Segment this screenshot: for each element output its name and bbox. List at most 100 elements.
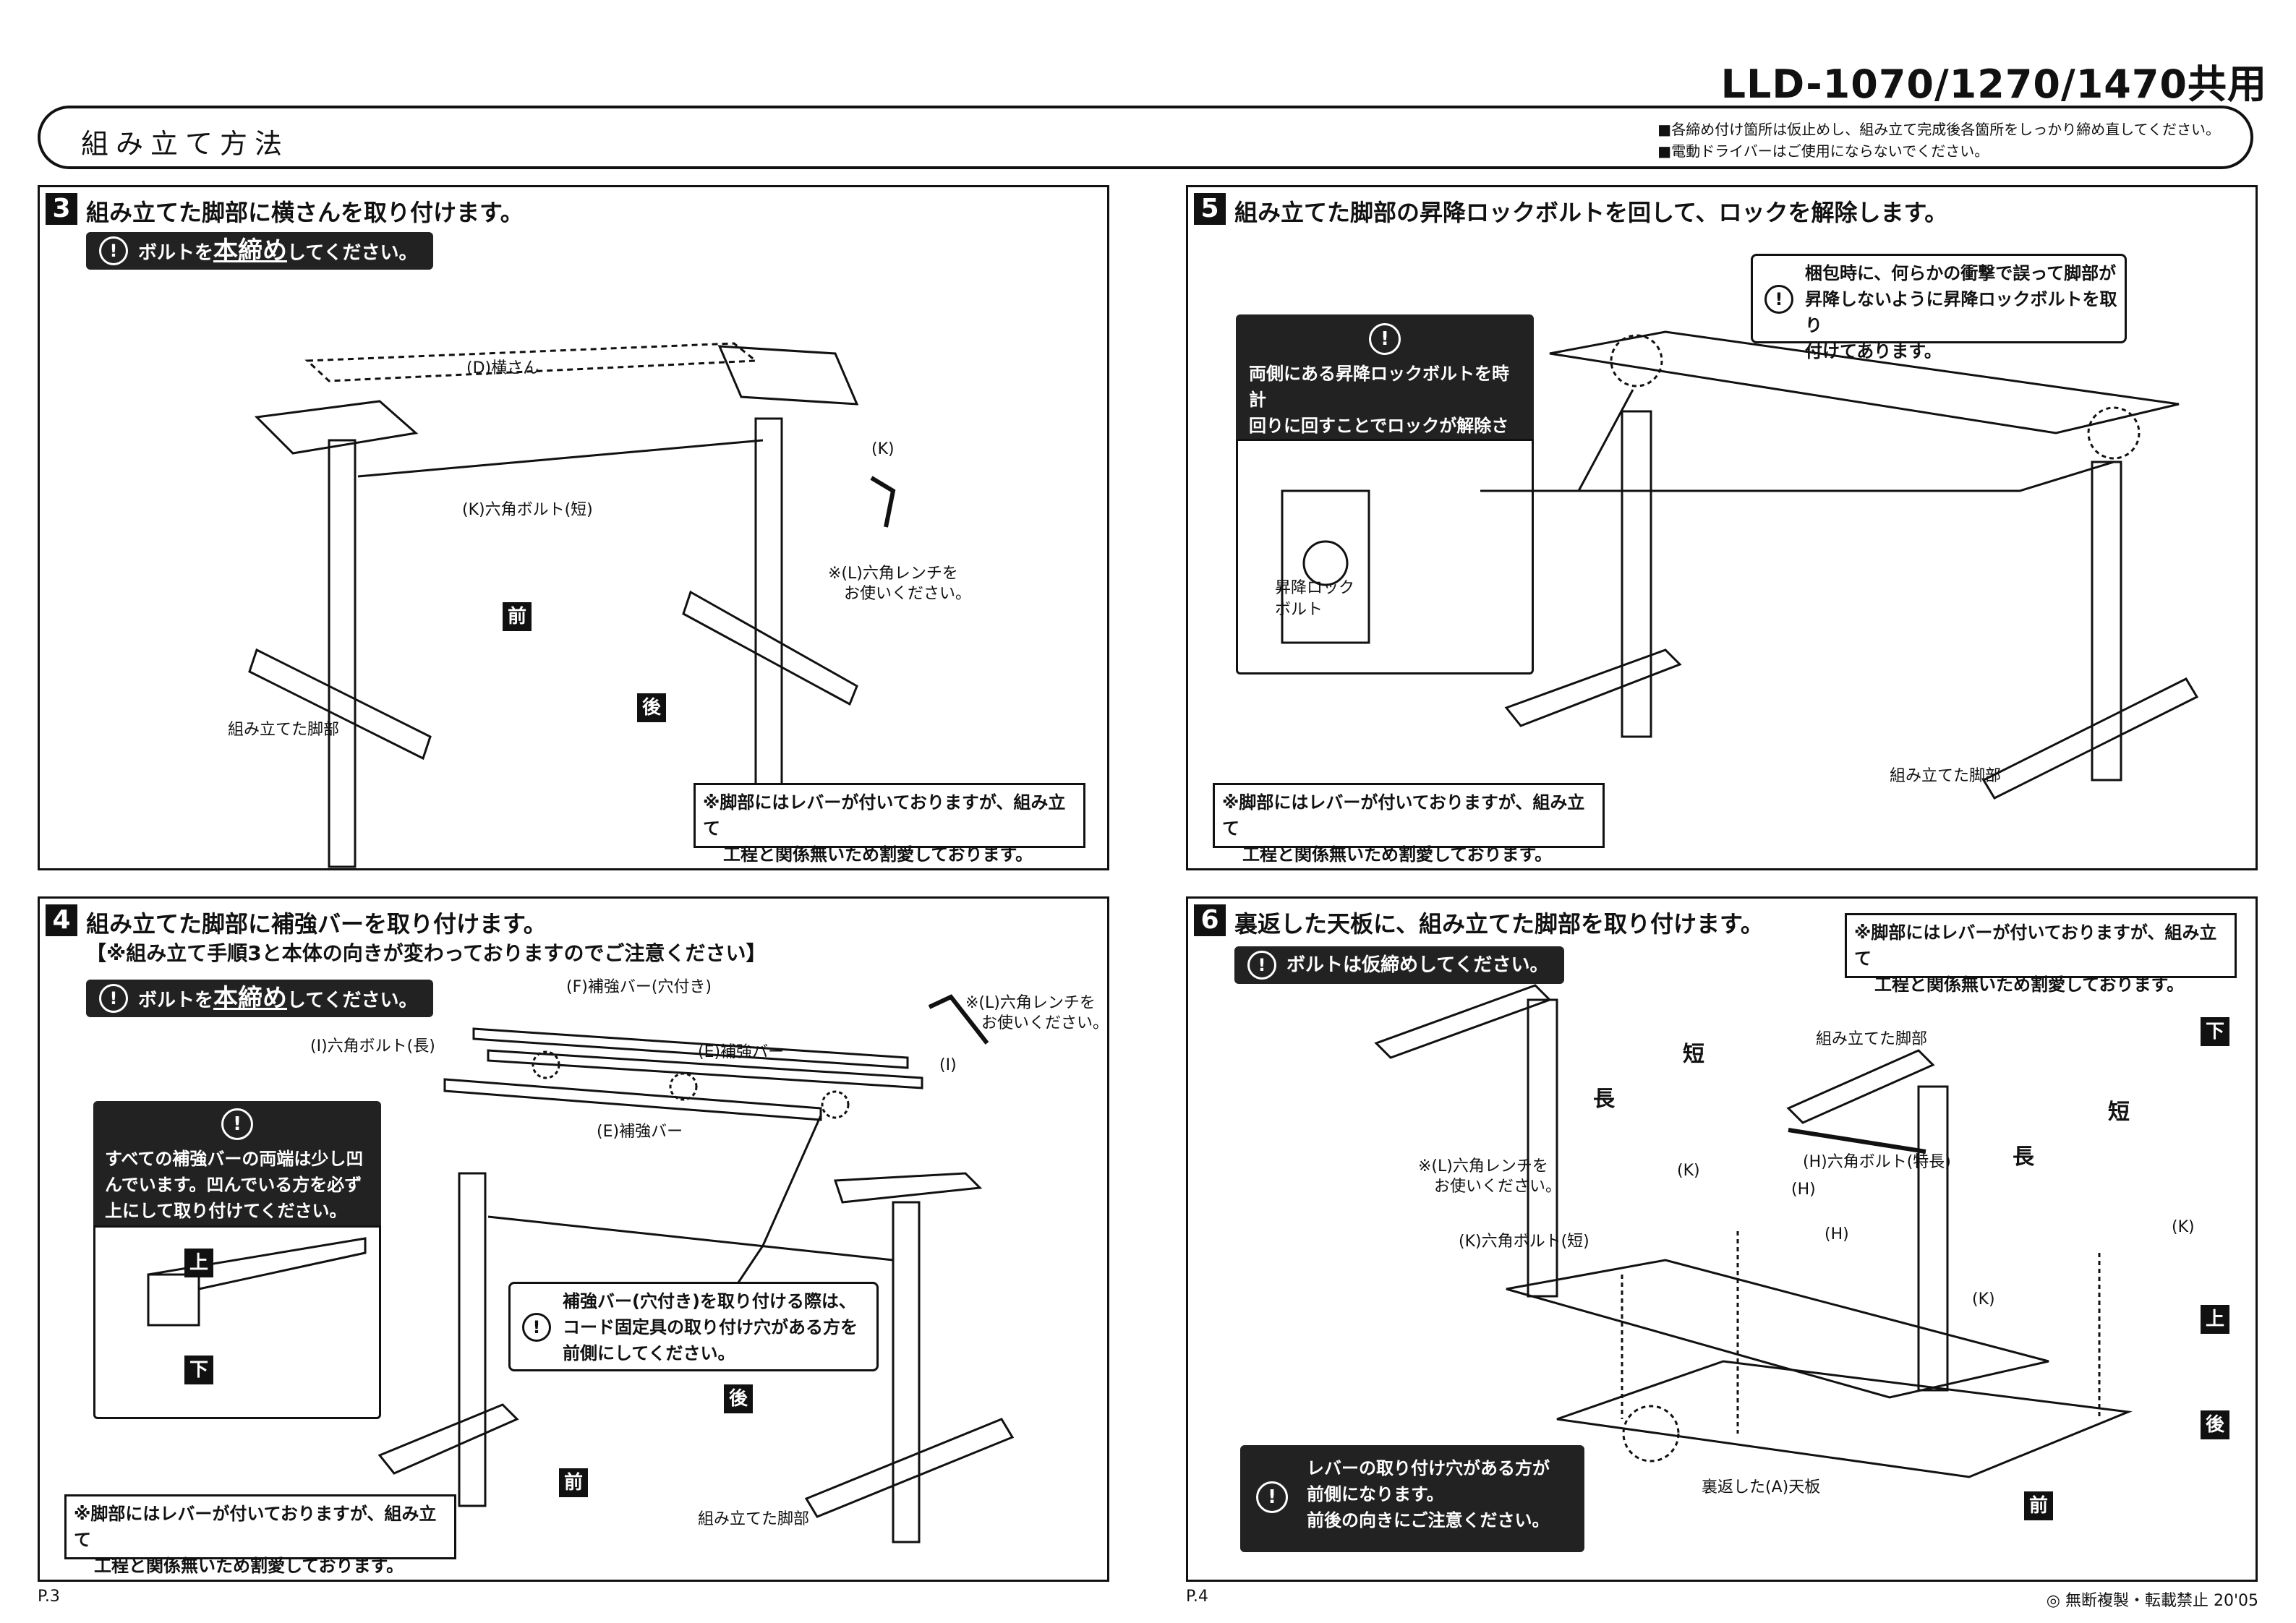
step-4-panel: 4 組み立てた脚部に補強バーを取り付けます。 【※組み立て手順3と本体の向きが変… <box>38 896 1109 1582</box>
left-foot <box>248 648 432 761</box>
header-note: ■電動ドライバーはご使用にならないでください。 <box>1657 142 1989 160</box>
hole-mark <box>532 1050 560 1079</box>
part-label: ※(L)六角レンチを <box>1418 1157 1548 1176</box>
page-header: 組み立て方法 ■各締め付け箇所は仮止めし、組み立て完成後各箇所をしっかり締め直し… <box>38 106 2253 169</box>
part-label: (E)補強バー <box>698 1043 785 1061</box>
part-label: (K) <box>1972 1290 1995 1309</box>
part-label: (D)横さん <box>466 359 539 377</box>
lock-circle-right <box>2087 406 2141 460</box>
long-label: 長 <box>1593 1087 1615 1112</box>
part-label: ※(L)六角レンチを <box>828 565 958 583</box>
short-label: 短 <box>2108 1100 2130 1125</box>
exclamation-icon: ! <box>1369 323 1401 355</box>
reinforcement-bar <box>487 1049 923 1089</box>
bar-end-detail <box>147 1273 200 1327</box>
left-foot <box>377 1403 519 1475</box>
step-3-panel: 3 組み立てた脚部に横さんを取り付けます。 ! ボルトを本締めしてください。 (… <box>38 185 1109 870</box>
part-label: (K)六角ボルト(短) <box>1459 1233 1589 1251</box>
instruction-panel: ! 両側にある昇降ロックボルトを時計 回りに回すことでロックが解除され、 昇降可… <box>1236 314 1534 488</box>
left-column <box>1621 410 1652 738</box>
step-title: 裏返した天板に、組み立てた脚部を取り付けます。 <box>1234 910 1764 938</box>
lower-bar <box>357 439 764 478</box>
step-number: 6 <box>1194 904 1226 936</box>
down-tag: 下 <box>2201 1017 2229 1046</box>
note-box: ※脚部にはレバーが付いておりますが、組み立て 工程と関係無いため割愛しております… <box>694 783 1085 865</box>
info-callout: ! 梱包時に、何らかの衝撃で誤って脚部が 昇降しないように昇降ロックボルトを取り… <box>1751 254 2127 361</box>
bracket-detail <box>1281 489 1370 644</box>
exclamation-icon: ! <box>522 1313 551 1342</box>
part-label: お使いください。 <box>1434 1178 1562 1196</box>
up-tag: 上 <box>2201 1305 2229 1334</box>
left-leg-base <box>1374 984 1552 1059</box>
bar-end-detail <box>148 1237 367 1290</box>
part-label: お使いください。 <box>981 1014 1109 1032</box>
leader-line <box>733 1115 822 1290</box>
down-tag: 下 <box>184 1356 213 1384</box>
header-notes: ■各締め付け箇所は仮止めし、組み立て完成後各箇所をしっかり締め直してください。 … <box>1657 119 2220 162</box>
step-3-illustration <box>248 342 896 868</box>
right-foot <box>804 1418 1015 1518</box>
note-box: ※脚部にはレバーが付いておりますが、組み立て 工程と関係無いため割愛しております… <box>1845 913 2237 995</box>
note-box: ※脚部にはレバーが付いておりますが、組み立て 工程と関係無いため割愛しております… <box>64 1494 456 1576</box>
right-leg-top <box>717 345 859 406</box>
leader-line <box>1480 461 2114 492</box>
lower-bar <box>487 1215 894 1262</box>
detail-frame <box>1236 439 1534 675</box>
back-tag: 後 <box>724 1384 753 1413</box>
lock-circle-left <box>1610 334 1663 387</box>
short-label: 短 <box>1683 1042 1704 1067</box>
crossbar <box>304 342 759 382</box>
instruction-panel: ! レバーの取り付け穴がある方が 前側になります。 前後の向きにご注意ください。 <box>1240 1445 1584 1552</box>
bolt-instruction-badge: ! ボルトを本締めしてください。 <box>86 232 434 270</box>
note-box: ※脚部にはレバーが付いておりますが、組み立て 工程と関係無いため割愛しております… <box>1213 783 1605 865</box>
part-label: (K)六角ボルト(短) <box>462 501 593 519</box>
right-leg-base <box>1786 1049 1935 1124</box>
step-4-illustration <box>147 994 1015 1543</box>
step-number: 5 <box>1194 193 1226 225</box>
lever-hole-mark <box>1622 1405 1680 1463</box>
page-number-right: P.4 <box>1186 1588 1208 1606</box>
page-number-left: P.3 <box>38 1588 60 1606</box>
step-title: 組み立てた脚部に横さんを取り付けます。 <box>86 199 524 226</box>
up-tag: 上 <box>184 1249 213 1277</box>
step-6-panel: 6 裏返した天板に、組み立てた脚部を取り付けます。 ! ボルトは仮締めしてくださ… <box>1186 896 2258 1582</box>
part-label: (K) <box>1677 1162 1700 1180</box>
model-number: LLD-1070/1270/1470共用 <box>1720 61 2267 107</box>
info-callout: ! 補強バー(穴付き)を取り付ける際は、 コード固定具の取り付け穴がある方を 前… <box>508 1282 879 1371</box>
wrench <box>870 476 896 528</box>
exclamation-icon: ! <box>221 1108 253 1140</box>
part-label: (K) <box>871 440 895 458</box>
bolt-instruction-badge: ! ボルトを本締めしてください。 <box>86 980 434 1017</box>
long-label: 長 <box>2013 1144 2034 1170</box>
back-tag: 後 <box>637 693 666 722</box>
front-tag: 前 <box>2024 1491 2053 1520</box>
lower-frame <box>1506 1259 2049 1399</box>
desk-frame <box>1549 330 2180 434</box>
step-number: 4 <box>46 904 77 936</box>
part-label: (H) <box>1791 1181 1816 1199</box>
exclamation-icon: ! <box>1764 285 1793 314</box>
right-column <box>754 417 783 796</box>
exclamation-icon: ! <box>99 984 128 1013</box>
instruction-panel: ! すべての補強バーの両端は少し凹 んでいます。凹んでいる方を必ず 上にして取り… <box>93 1101 381 1225</box>
right-column <box>1917 1085 1949 1392</box>
part-label: 組み立てた脚部 <box>228 721 340 739</box>
hole-mark <box>669 1072 698 1101</box>
step-5-illustration <box>1281 330 2199 800</box>
part-label: 裏返した(A)天板 <box>1702 1478 1821 1496</box>
part-label: ※(L)六角レンチを <box>965 994 1096 1012</box>
left-leg-top <box>254 400 419 455</box>
left-column <box>458 1172 487 1507</box>
step-number: 3 <box>46 193 77 225</box>
header-note: ■各締め付け箇所は仮止めし、組み立て完成後各箇所をしっかり締め直してください。 <box>1657 121 2220 138</box>
hole-mark <box>821 1090 850 1119</box>
part-label: 組み立てた脚部 <box>1890 767 2002 785</box>
exclamation-icon: ! <box>1256 1481 1288 1513</box>
copyright: ◎ 無断複製・転載禁止 20'05 <box>2046 1592 2258 1610</box>
part-label: 組み立てた脚部 <box>698 1510 810 1528</box>
right-foot <box>1981 677 2199 800</box>
step-title: 組み立てた脚部の昇降ロックボルトを回して、ロックを解除します。 <box>1234 199 1948 226</box>
detail-frame <box>93 1225 381 1419</box>
part-label: (H) <box>1825 1225 1849 1243</box>
page-title: 組み立て方法 <box>81 128 290 160</box>
